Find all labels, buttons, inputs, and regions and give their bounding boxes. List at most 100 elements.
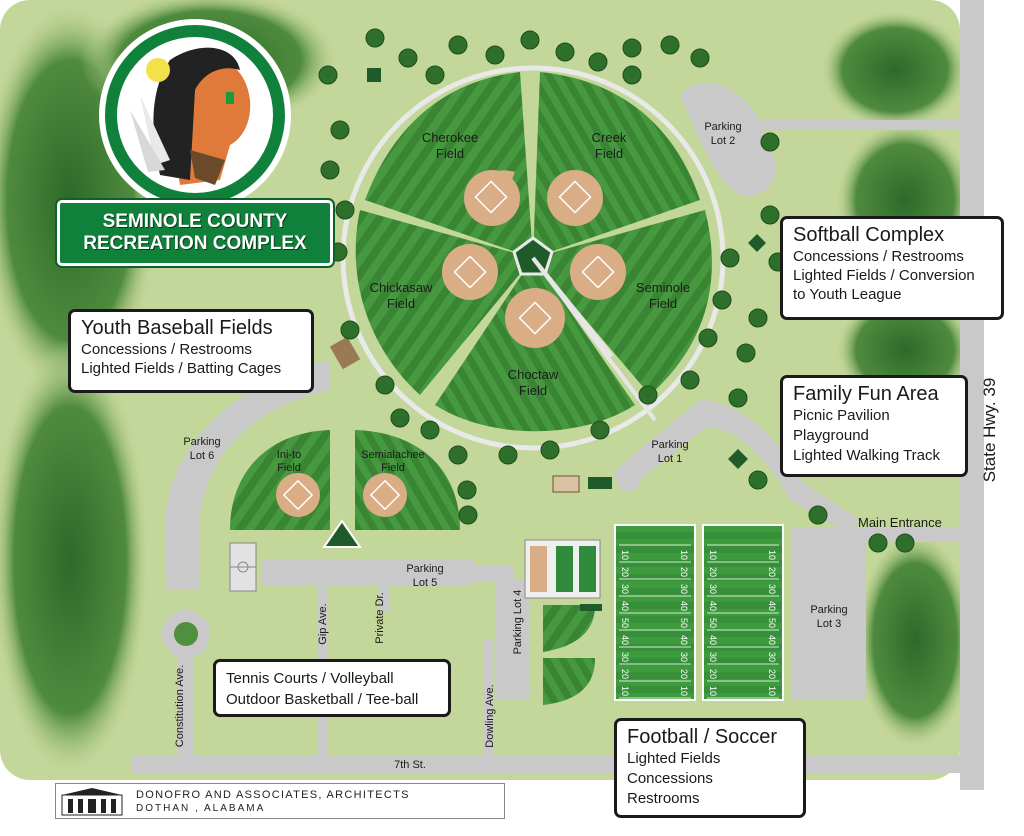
yard-marker: 30 bbox=[679, 583, 690, 595]
callout-tennis-line: Tennis Courts / Volleyball bbox=[226, 670, 394, 687]
main-entrance-label: Main Entrance bbox=[858, 515, 942, 530]
tree-icon bbox=[895, 533, 915, 553]
parking-lot-2-label: Parking Lot 2 bbox=[704, 121, 742, 147]
callout-softball-line: to Youth League bbox=[793, 286, 902, 303]
street-private-dr: Private Dr. bbox=[374, 592, 386, 644]
tree-icon bbox=[712, 290, 732, 310]
tree-icon bbox=[520, 30, 540, 50]
callout-family-title: Family Fun Area bbox=[793, 383, 939, 405]
parking-lot-4-label: Parking Lot 4 bbox=[512, 589, 524, 655]
yard-marker: 20 bbox=[708, 566, 719, 578]
callout-football-title: Football / Soccer bbox=[627, 726, 778, 748]
yard-marker: 40 bbox=[620, 600, 631, 612]
tree-icon bbox=[590, 420, 610, 440]
callout-youth-line: Concessions / Restrooms bbox=[81, 341, 252, 358]
callout-softball-line: Concessions / Restrooms bbox=[793, 248, 964, 265]
tree-icon bbox=[555, 42, 575, 62]
tree-icon bbox=[868, 533, 888, 553]
parking-lot-5 bbox=[262, 560, 474, 586]
yard-marker: 10 bbox=[620, 685, 631, 697]
tree-icon bbox=[748, 308, 768, 328]
trees bbox=[318, 28, 915, 553]
callout-family-line: Playground bbox=[793, 427, 869, 444]
callout-football-line: Lighted Fields bbox=[627, 750, 721, 767]
street-constitution-ave: Constitution Ave. bbox=[174, 664, 186, 748]
field-label-choctaw: Choctaw Field bbox=[507, 367, 559, 398]
field-label-semialachee: Semialachee Field bbox=[361, 449, 425, 474]
callout-football-soccer: Football / Soccer Lighted Fields Concess… bbox=[614, 718, 806, 818]
parking-lot-4 bbox=[496, 580, 530, 700]
tree-icon bbox=[760, 205, 780, 225]
yard-marker: 10 bbox=[767, 549, 778, 561]
state-highway-label: State Hwy. 39 bbox=[980, 377, 999, 483]
tree-icon bbox=[698, 328, 718, 348]
yard-marker: 20 bbox=[679, 668, 690, 680]
callout-family-line: Lighted Walking Track bbox=[793, 447, 941, 464]
yard-marker: 40 bbox=[708, 600, 719, 612]
logo-title-line-1: SEMINOLE COUNTY bbox=[102, 211, 288, 232]
tree-icon bbox=[760, 132, 780, 152]
architect-name: DONOFRO AND ASSOCIATES, ARCHITECTS bbox=[136, 789, 410, 801]
yard-marker: 10 bbox=[708, 549, 719, 561]
tree-icon bbox=[457, 480, 477, 500]
tree-icon bbox=[588, 52, 608, 72]
tree-icon bbox=[320, 160, 340, 180]
field-label-seminole: Seminole Field bbox=[635, 280, 691, 311]
street-dowling-ave: Dowling Ave. bbox=[484, 684, 496, 748]
yard-marker: 20 bbox=[620, 668, 631, 680]
parking-lot-5-label: Parking Lot 5 bbox=[406, 563, 444, 589]
parking-lot-1-label: Parking Lot 1 bbox=[651, 439, 689, 465]
field-label-creek: Creek Field bbox=[591, 130, 627, 161]
callout-tennis-line: Outdoor Basketball / Tee-ball bbox=[226, 691, 419, 708]
tree-icon bbox=[340, 320, 360, 340]
yard-marker: 40 bbox=[767, 634, 778, 646]
yard-marker: 50 bbox=[767, 617, 778, 629]
callout-youth-title: Youth Baseball Fields bbox=[81, 317, 273, 339]
logo-title-line-2: RECREATION COMPLEX bbox=[83, 233, 307, 254]
yard-marker: 20 bbox=[679, 566, 690, 578]
field-label-chickasaw: Chickasaw Field bbox=[369, 280, 433, 311]
yard-marker: 30 bbox=[679, 651, 690, 663]
callout-softball-title: Softball Complex bbox=[793, 224, 945, 246]
yard-marker: 40 bbox=[620, 634, 631, 646]
yard-marker: 10 bbox=[679, 685, 690, 697]
tree-icon bbox=[660, 35, 680, 55]
tree-icon bbox=[458, 505, 478, 525]
tree-icon bbox=[638, 385, 658, 405]
tree-icon bbox=[485, 45, 505, 65]
logo-title-plate: SEMINOLE COUNTY RECREATION COMPLEX bbox=[57, 200, 333, 266]
center-pavilion bbox=[512, 236, 554, 276]
tree-icon bbox=[808, 505, 828, 525]
tree-icon bbox=[622, 38, 642, 58]
callout-softball-complex: Softball Complex Concessions / Restrooms… bbox=[780, 216, 1004, 320]
parking-lot-3 bbox=[792, 528, 866, 700]
callout-softball-line: Lighted Fields / Conversion bbox=[793, 267, 975, 284]
tree-icon bbox=[720, 248, 740, 268]
yard-marker: 10 bbox=[708, 685, 719, 697]
tree-icon bbox=[622, 65, 642, 85]
architect-city: DOTHAN , ALABAMA bbox=[136, 803, 266, 814]
tee-ball-field-2 bbox=[543, 658, 595, 705]
callout-tennis: Tennis Courts / Volleyball Outdoor Baske… bbox=[213, 659, 451, 717]
callout-family-fun: Family Fun Area Picnic Pavilion Playgrou… bbox=[780, 375, 968, 477]
field-label-cherokee: Cherokee Field bbox=[421, 130, 479, 161]
tree-icon bbox=[398, 48, 418, 68]
tree-icon bbox=[335, 200, 355, 220]
callout-football-line: Restrooms bbox=[627, 790, 700, 807]
architect-credit: DONOFRO AND ASSOCIATES, ARCHITECTS DOTHA… bbox=[55, 783, 505, 819]
tree-icon bbox=[390, 408, 410, 428]
architect-building-icon bbox=[61, 788, 123, 816]
tree-icon bbox=[425, 65, 445, 85]
yard-marker: 20 bbox=[708, 668, 719, 680]
street-seventh-st: 7th St. bbox=[394, 759, 426, 771]
callout-youth-line: Lighted Fields / Batting Cages bbox=[81, 360, 282, 377]
parking-lot-6-label: Parking Lot 6 bbox=[183, 436, 221, 462]
yard-marker: 40 bbox=[679, 600, 690, 612]
yard-marker: 30 bbox=[620, 651, 631, 663]
tree-icon bbox=[375, 375, 395, 395]
yard-marker: 30 bbox=[767, 583, 778, 595]
yard-marker: 50 bbox=[708, 617, 719, 629]
logo-emblem bbox=[99, 19, 291, 211]
field-label-inito: Ini-to Field bbox=[276, 449, 302, 474]
